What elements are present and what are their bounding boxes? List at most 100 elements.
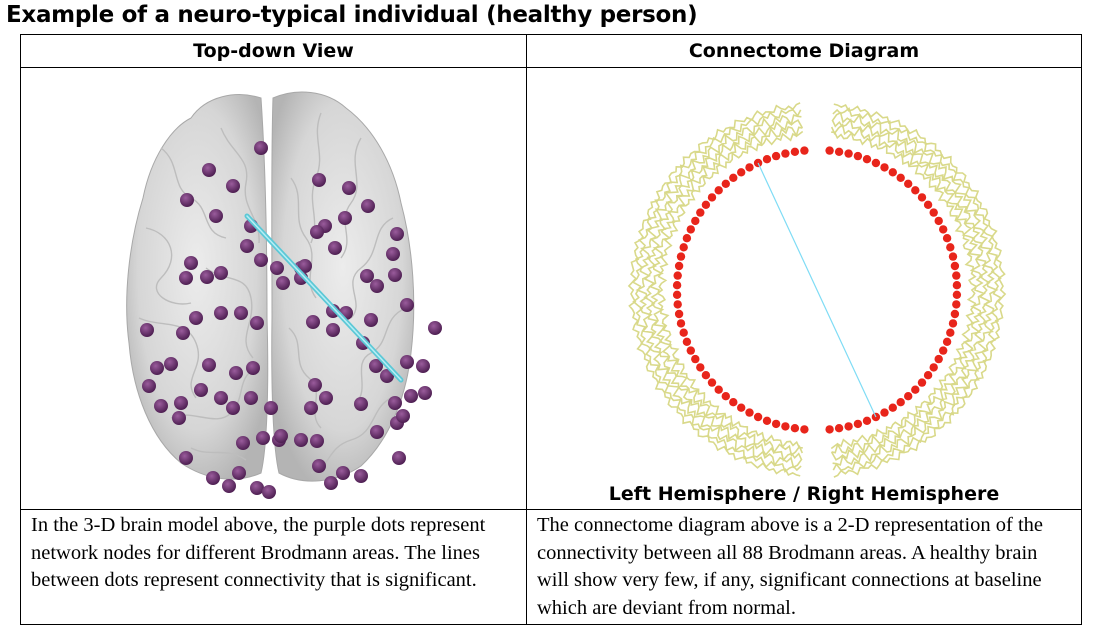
brain-node	[214, 266, 228, 280]
brain-3d-model	[126, 91, 442, 499]
brain-node	[232, 466, 246, 480]
connectome-node	[888, 168, 897, 177]
connectome-node	[904, 392, 913, 401]
connectome-node	[672, 281, 682, 290]
connectome-connection-line	[757, 162, 877, 418]
right-hemisphere	[271, 91, 415, 482]
brain-node	[336, 466, 350, 480]
connectome-node	[917, 378, 927, 387]
brain-node	[176, 326, 190, 340]
connectome-node	[745, 163, 754, 172]
brain-node	[140, 323, 154, 337]
connectome-node	[911, 385, 920, 394]
brain-node	[164, 357, 178, 371]
connectome-node	[948, 319, 958, 328]
brain-node	[274, 429, 288, 443]
connectome-node	[888, 403, 897, 412]
connectome-node	[923, 371, 933, 380]
brain-node	[312, 173, 326, 187]
page-title: Example of a neuro-typical individual (h…	[6, 2, 698, 28]
connectome-node	[946, 328, 955, 337]
connectome-node	[737, 403, 746, 412]
brain-node	[209, 209, 223, 223]
connectome-node	[862, 155, 872, 164]
connectome-node	[880, 408, 889, 417]
brain-node	[202, 358, 216, 372]
brain-node	[310, 225, 324, 239]
brain-node	[250, 316, 264, 330]
brain-node	[380, 369, 394, 383]
connectome-node	[679, 328, 688, 337]
brain-node	[370, 425, 384, 439]
connectome-node	[939, 225, 948, 234]
connectome-node	[853, 151, 863, 161]
brain-node	[312, 459, 326, 473]
connectome-ring-strand	[627, 102, 801, 477]
connectome-node	[825, 425, 834, 434]
connectome-node	[721, 392, 730, 401]
brain-node	[226, 179, 240, 193]
brain-gyrus	[145, 227, 192, 305]
connectome-node	[844, 422, 853, 431]
connectome-node	[745, 408, 754, 417]
connectome-node	[917, 193, 927, 202]
brain-node	[388, 396, 402, 410]
brain-node	[370, 279, 384, 293]
brain-node	[270, 261, 284, 275]
brain-node	[234, 306, 248, 320]
comparison-table: Top-down View Connectome Diagram	[20, 34, 1082, 625]
connectome-node	[686, 225, 695, 234]
connectome-node	[762, 416, 772, 425]
brain-node	[202, 163, 216, 177]
brain-node	[189, 311, 203, 325]
brain-node	[244, 391, 258, 405]
brain-node	[254, 253, 268, 267]
hemisphere-caption: Left Hemisphere / Right Hemisphere	[608, 483, 1000, 505]
connectome-node	[714, 385, 723, 394]
header-top-down-view: Top-down View	[20, 34, 527, 68]
connectome-node	[762, 155, 772, 164]
connectome-node	[871, 158, 881, 168]
brain-node	[304, 401, 318, 415]
brain-node	[262, 485, 276, 499]
brain-node	[308, 378, 322, 392]
connectome-ring-strand	[830, 118, 991, 461]
brain-node	[200, 270, 214, 284]
connectome-panel: Left Hemisphere / Right Hemisphere	[526, 67, 1082, 510]
connectome-node	[682, 234, 692, 243]
connectome-node	[673, 271, 682, 280]
connectome-node	[721, 179, 730, 188]
brain-node	[254, 141, 268, 155]
connectome-node	[781, 149, 790, 158]
brain-node	[390, 227, 404, 241]
brain-node	[306, 315, 320, 329]
brain-node	[174, 396, 188, 410]
connectome-node	[946, 243, 955, 252]
brain-connection-highlight	[246, 215, 402, 381]
connectome-node	[950, 309, 960, 319]
connectome-node	[790, 147, 800, 156]
connectome-node	[790, 424, 800, 433]
connectome-ring-strand	[643, 119, 804, 462]
connectome-node	[753, 158, 763, 168]
connectome-node	[691, 216, 700, 226]
connectome-node	[781, 422, 790, 431]
brain-node	[214, 306, 228, 320]
connectome-node	[929, 363, 938, 372]
connectome-node	[911, 186, 920, 195]
connectome-node	[696, 208, 705, 217]
brain-node	[392, 451, 406, 465]
connectome-node	[939, 346, 948, 355]
connectome-node	[800, 146, 809, 155]
brain-node	[172, 411, 186, 425]
connectome-node	[771, 151, 781, 161]
connectome-node	[904, 179, 913, 188]
brain-node	[298, 259, 312, 273]
brain-node	[226, 401, 240, 415]
connectome-node	[771, 419, 781, 429]
brain-node	[404, 389, 418, 403]
connectome-ring-strand	[656, 130, 804, 449]
brain-model-panel	[20, 67, 527, 510]
connectome-diagram	[627, 102, 1007, 478]
connectome-node	[691, 354, 700, 364]
